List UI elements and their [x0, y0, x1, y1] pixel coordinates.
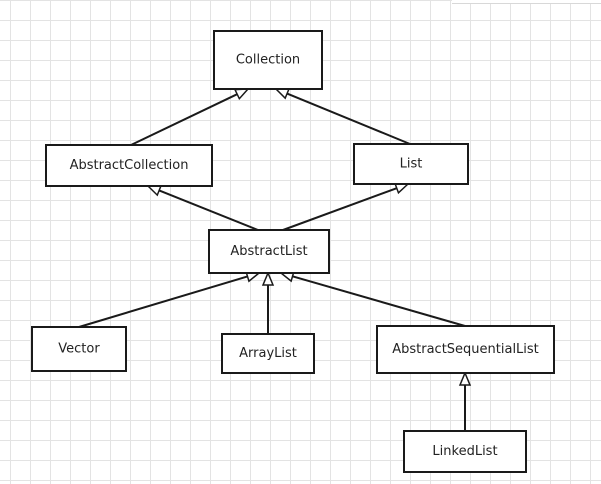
- class-box[interactable]: [31, 326, 127, 372]
- class-label: AbstractSequentialList: [392, 342, 539, 357]
- inheritance-edge-abstract-list-to-list: [282, 182, 410, 231]
- hollow-arrowhead-icon: [233, 88, 250, 101]
- class-box[interactable]: [353, 143, 469, 185]
- hollow-arrowhead-icon: [458, 371, 472, 386]
- class-box[interactable]: [221, 333, 315, 374]
- class-node-abstract-collection[interactable]: AbstractCollection: [45, 144, 213, 187]
- edge-line: [158, 189, 259, 231]
- inheritance-edge-abstract-sequential-list-to-abstract-list: [279, 270, 466, 327]
- edge-line: [282, 187, 398, 231]
- inheritance-edge-array-list-to-abstract-list: [261, 271, 275, 334]
- canvas-top-border: [452, 0, 601, 4]
- class-label: AbstractList: [230, 244, 307, 259]
- hollow-arrowhead-icon: [274, 88, 291, 100]
- edge-line: [78, 275, 248, 328]
- class-label: Collection: [236, 53, 300, 68]
- hollow-arrowhead-icon: [261, 271, 275, 286]
- class-box[interactable]: [45, 144, 213, 187]
- class-box[interactable]: [403, 430, 527, 473]
- edge-line: [292, 275, 466, 327]
- class-box[interactable]: [213, 30, 323, 90]
- inheritance-edge-linked-list-to-abstract-sequential-list: [458, 371, 472, 431]
- class-label: Vector: [58, 342, 100, 357]
- inheritance-edge-abstract-collection-to-collection: [130, 88, 250, 146]
- inheritance-edge-vector-to-abstract-list: [78, 270, 261, 328]
- edge-line: [130, 93, 238, 146]
- class-label: ArrayList: [239, 346, 297, 361]
- class-label: AbstractCollection: [70, 158, 189, 173]
- class-label: LinkedList: [432, 444, 497, 459]
- class-node-list[interactable]: List: [353, 143, 469, 185]
- class-node-linked-list[interactable]: LinkedList: [403, 430, 527, 473]
- class-node-abstract-list[interactable]: AbstractList: [208, 229, 330, 274]
- inheritance-edge-abstract-list-to-abstract-collection: [146, 185, 259, 231]
- class-node-vector[interactable]: Vector: [31, 326, 127, 372]
- inheritance-edge-list-to-collection: [274, 88, 411, 145]
- class-label: List: [400, 157, 423, 172]
- class-node-array-list[interactable]: ArrayList: [221, 333, 315, 374]
- class-box[interactable]: [376, 325, 555, 374]
- edge-line: [286, 92, 411, 145]
- class-box[interactable]: [208, 229, 330, 274]
- class-node-abstract-sequential-list[interactable]: AbstractSequentialList: [376, 325, 555, 374]
- hollow-arrowhead-icon: [146, 185, 163, 197]
- class-node-collection[interactable]: Collection: [213, 30, 323, 90]
